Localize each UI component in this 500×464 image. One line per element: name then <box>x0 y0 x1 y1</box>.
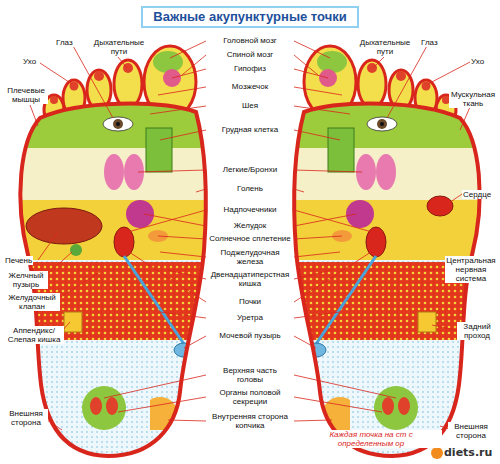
organ-label: Поджелудочная железа <box>209 248 291 266</box>
watermark: diets.ru <box>443 446 493 459</box>
illustration-part <box>294 397 382 412</box>
organ-label: Внешняя сторона <box>4 409 48 427</box>
illustration-part <box>104 375 206 398</box>
illustration-part <box>160 312 206 318</box>
organ-label: Легкие/Бронхи <box>222 165 278 174</box>
illustration-part <box>294 130 340 140</box>
right-foot <box>280 46 500 464</box>
organ-label: Желчный пузырь <box>4 271 48 289</box>
illustration-part <box>294 170 362 172</box>
illustration-part <box>168 420 206 421</box>
organ-label: Дыхательные пути <box>92 38 146 56</box>
organ-label: Задний проход <box>457 322 497 340</box>
illustration-part <box>428 62 470 84</box>
illustration-part <box>294 106 350 114</box>
left-foot <box>0 46 220 464</box>
footnote: Каждая точка на ст с определенным ор <box>300 430 442 448</box>
illustration-part <box>128 210 206 232</box>
illustration-part <box>44 252 72 277</box>
illustration-part <box>30 105 38 126</box>
organ-label: Центральная нервная система <box>445 256 497 283</box>
organ-label: Почки <box>238 297 262 306</box>
organ-label: Органы половой секреции <box>209 388 291 406</box>
illustration-part <box>294 336 316 348</box>
illustration-part <box>294 236 342 239</box>
organ-label: Желудок <box>233 221 268 230</box>
organ-label: Гипофиз <box>233 64 267 73</box>
illustration-part <box>138 170 206 172</box>
organ-label: Шея <box>241 101 259 110</box>
organ-label: Дыхательные пути <box>358 38 412 56</box>
illustration-part <box>184 336 206 348</box>
illustration-part <box>70 244 82 256</box>
organ-label: Солнечное сплетение <box>208 234 292 243</box>
illustration-part <box>294 375 396 398</box>
illustration-part <box>196 189 206 192</box>
illustration-part <box>158 236 206 239</box>
left-only-organs <box>26 208 102 256</box>
organ-label: Мочевой пузырь <box>218 331 281 340</box>
organ-label: Внутренняя сторона копчика <box>209 412 291 430</box>
organ-label: Мозжечок <box>231 82 269 91</box>
organ-label: Печень <box>4 256 33 265</box>
illustration-part <box>56 272 100 300</box>
illustration-part <box>38 232 58 260</box>
illustration-part <box>294 252 340 257</box>
illustration-part <box>158 87 206 95</box>
illustration-part <box>294 189 304 192</box>
organ-label: Плечевые мышцы <box>4 86 48 104</box>
illustration-part <box>26 208 102 244</box>
organ-label: Ухо <box>22 57 37 66</box>
right-only-organs <box>427 196 453 216</box>
illustration-part <box>294 312 340 318</box>
illustration-part <box>427 196 453 216</box>
illustration-part <box>170 41 206 58</box>
illustration-part <box>118 397 206 412</box>
illustration-part <box>432 325 460 331</box>
organ-label: Сердце <box>462 190 492 199</box>
organ-label: Спиной мозг <box>226 50 275 59</box>
illustration-part <box>294 420 332 421</box>
leader-lines <box>30 41 470 431</box>
illustration-part <box>373 57 384 68</box>
organ-label: Двенадцатиперстная кишка <box>207 270 293 288</box>
organ-label: Мускульная ткань <box>449 90 497 108</box>
organ-label: Грудная клетка <box>221 125 279 134</box>
illustration-part <box>126 250 206 302</box>
illustration-part <box>294 210 372 232</box>
chart-title: Важные акупунктурные точки <box>141 6 358 28</box>
organ-label: Головной мозг <box>222 36 278 45</box>
organ-label: Надпочечники <box>223 205 278 214</box>
illustration-part <box>160 252 206 257</box>
organ-label: Внешняя сторона <box>448 422 494 440</box>
illustration-part <box>172 69 206 78</box>
organ-label: Ухо <box>470 57 485 66</box>
illustration-part <box>446 194 462 205</box>
organ-label: Глаз <box>420 38 439 47</box>
illustration-part <box>160 130 206 140</box>
organ-label: Желудочный клапан <box>4 293 60 311</box>
illustration-part <box>294 250 374 302</box>
illustration-part <box>294 41 330 58</box>
illustration-part <box>144 214 206 226</box>
illustration-part <box>294 270 332 279</box>
illustration-part <box>40 63 72 84</box>
illustration-part <box>294 87 342 95</box>
organ-label: Аппендикс/ Слепая кишка <box>4 326 64 344</box>
organ-label: Верхняя часть головы <box>209 366 291 384</box>
organ-label: Голень <box>236 184 264 193</box>
organ-label: Глаз <box>55 38 74 47</box>
illustration-part <box>294 214 356 226</box>
illustration-part <box>460 107 470 130</box>
illustration-part <box>168 270 206 279</box>
illustration-part <box>150 106 206 114</box>
illustration-part <box>294 69 328 78</box>
organ-label: Уретра <box>236 313 264 322</box>
logo-apple <box>431 447 443 459</box>
illustration-part <box>118 57 127 68</box>
